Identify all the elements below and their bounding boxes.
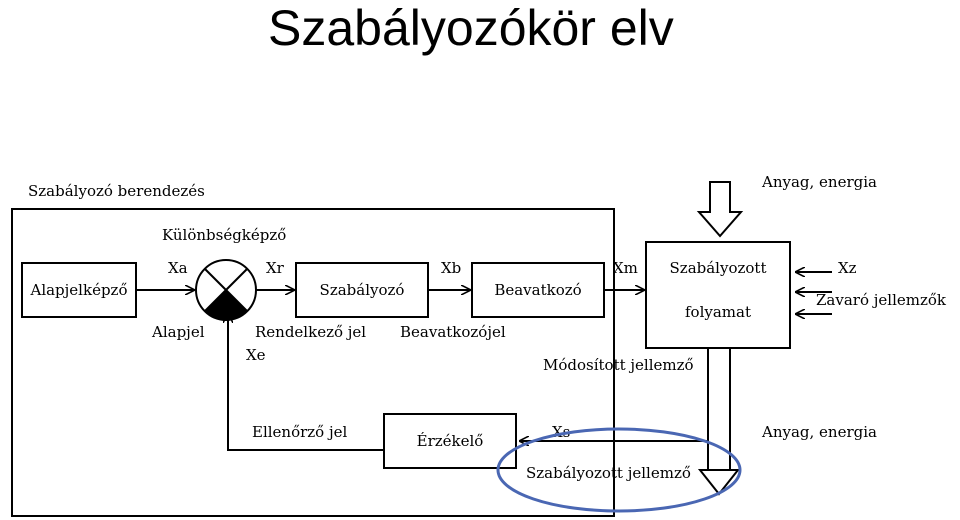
anyag-bottom-label: Anyag, energia [761,423,877,441]
beavatkozo-label: Beavatkozó [494,281,581,299]
xz-label: Xz [838,259,857,277]
erzekelo-box [383,413,517,469]
feedback-line [228,314,384,451]
xs-label: Xs [552,423,570,441]
process-label-line1: Szabályozott [670,259,767,277]
anyag-top-label: Anyag, energia [761,173,877,191]
szabalyozott-jellemzo-label: Szabályozott jellemző [526,464,691,482]
diff-label: Különbségképző [162,226,286,244]
diff-cross-2 [204,268,248,312]
material-input-arrow [696,181,744,238]
szabalyozo-label: Szabályozó [320,281,405,299]
alapjelkepzo-label: Alapjelképző [29,281,127,299]
xa-label: Xa [168,259,188,277]
process-box [645,241,791,349]
page-title: Szabályozókör elv [268,0,674,56]
xb-label: Xb [441,259,461,277]
device-boundary [11,208,615,517]
erzekelo-label: Érzékelő [417,432,484,450]
rendelkezo-label: Rendelkező jel [255,323,366,341]
output-arrowhead [697,469,741,496]
highlight-ellipse [496,427,742,513]
alapjel-label: Alapjel [151,323,205,341]
alapjelkepzo-box [21,262,137,318]
szabalyozo-box [295,262,429,318]
diff-fill [205,290,247,320]
process-label-line2: folyamat [685,303,751,321]
xm-label: Xm [613,259,638,277]
beavatkozo-box [471,262,605,318]
zavaro-label: Zavaró jellemzők [816,291,947,309]
modositott-label: Módosított jellemző [543,356,694,374]
xe-label: Xe [246,346,266,364]
beavatkozojel-label: Beavatkozójel [400,323,506,341]
ellenorzo-label: Ellenőrző jel [252,423,348,441]
xr-label: Xr [266,259,285,277]
device-label: Szabályozó berendezés [28,182,205,200]
